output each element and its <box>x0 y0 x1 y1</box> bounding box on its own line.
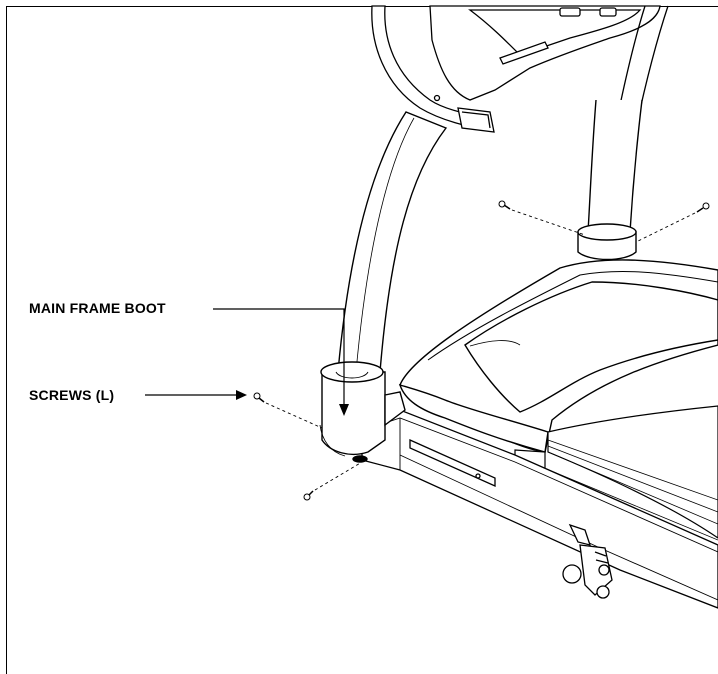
install-lines <box>265 209 696 491</box>
screw-icon <box>303 490 314 501</box>
screws-callout: SCREWS (L) <box>29 387 115 403</box>
right-upright <box>577 99 643 261</box>
main-frame-boot-callout: MAIN FRAME BOOT <box>29 300 166 316</box>
main-frame-boot <box>319 361 406 463</box>
screw-icon <box>253 392 265 403</box>
left-upright <box>337 111 448 373</box>
screws <box>253 200 710 501</box>
screw-icon <box>498 200 511 210</box>
page-border <box>6 6 718 674</box>
screw-icon <box>696 202 710 213</box>
motor-hood <box>398 259 718 453</box>
callout-leaders <box>145 308 349 416</box>
side-rail <box>361 409 718 609</box>
